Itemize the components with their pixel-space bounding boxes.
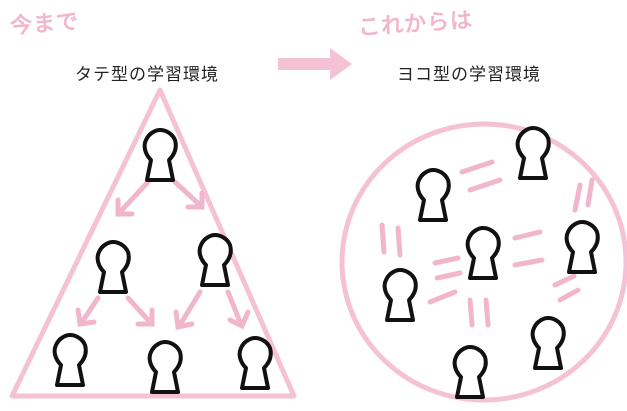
circle-outline xyxy=(339,121,627,403)
arrow-two-way-icon xyxy=(467,177,503,193)
circle-arrows xyxy=(379,159,595,328)
arrow-head-icon xyxy=(173,309,195,331)
person-icon xyxy=(465,226,501,280)
arrow-head-icon xyxy=(227,309,251,330)
arrow-two-way-icon xyxy=(557,287,581,303)
arrow-two-way-icon xyxy=(427,289,458,305)
person-icon xyxy=(52,333,88,387)
arrow-two-way-icon xyxy=(552,273,577,288)
arrow-two-way-icon xyxy=(467,297,475,328)
person-icon xyxy=(142,128,178,182)
arrow-two-way-icon xyxy=(459,159,495,175)
arrow-head-icon xyxy=(135,307,155,327)
person-icon xyxy=(95,240,131,294)
person-icon xyxy=(197,233,233,287)
arrow-down-icon xyxy=(117,179,151,215)
arrow-two-way-icon xyxy=(572,182,583,213)
person-icon xyxy=(147,340,183,394)
arrow-two-way-icon xyxy=(512,257,545,268)
person-icon xyxy=(415,168,451,222)
arrow-head-icon xyxy=(115,197,135,217)
vertical-learning-title: タテ型の学習環境 xyxy=(75,65,219,85)
arrow-down-icon xyxy=(172,179,203,208)
horizontal-learning-title: ヨコ型の学習環境 xyxy=(397,65,541,85)
arrow-two-way-icon xyxy=(512,229,543,241)
arrow-head-icon xyxy=(75,307,97,327)
person-icon xyxy=(515,126,551,180)
arrow-two-way-icon xyxy=(395,225,403,258)
arrow-two-way-icon xyxy=(483,297,491,328)
person-icon xyxy=(530,316,566,370)
person-icon xyxy=(382,268,418,322)
arrow-two-way-icon xyxy=(585,177,595,208)
arrow-head-icon xyxy=(185,190,205,210)
arrow-down-icon xyxy=(125,295,153,325)
person-icon xyxy=(237,336,273,390)
arrow-down-icon xyxy=(177,289,203,328)
person-icon xyxy=(564,220,600,274)
arrow-down-icon xyxy=(225,289,243,325)
person-icon xyxy=(452,345,488,399)
arrow-down-icon xyxy=(79,295,101,325)
arrow-two-way-icon xyxy=(434,270,463,281)
arrow-two-way-icon xyxy=(432,255,461,266)
pyramid-arrows xyxy=(75,179,251,331)
arrow-two-way-icon xyxy=(379,222,387,255)
transition-arrow-icon xyxy=(278,48,352,80)
